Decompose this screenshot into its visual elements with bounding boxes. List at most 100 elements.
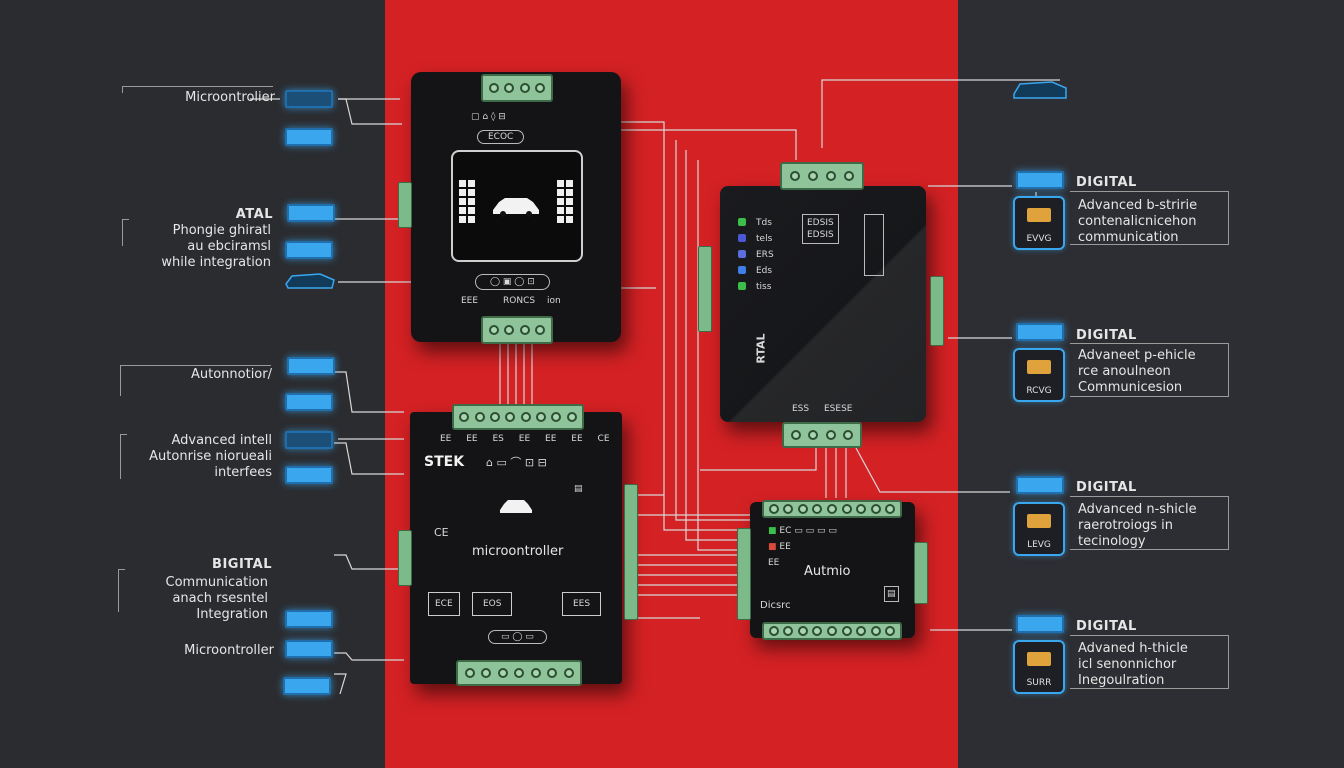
board-side-text: RTAL <box>754 333 768 364</box>
board-chip: ▤ <box>884 586 899 602</box>
label-microcontroller-bottom: Microontroller <box>184 643 274 658</box>
car-icon <box>500 500 532 513</box>
terminal-block <box>780 162 864 190</box>
blue-chip-connector <box>285 466 333 484</box>
led-label: ERS <box>756 250 774 260</box>
led-label: tels <box>756 234 773 244</box>
right-label-title: DIGITAL <box>1076 328 1137 343</box>
label-atal: ATAL <box>235 207 273 222</box>
board-vertical-chip <box>864 214 884 276</box>
terminal-block <box>452 404 584 430</box>
board-brand: STEK <box>424 454 465 470</box>
right-label-line: Advaneet p-ehicle <box>1078 348 1196 363</box>
car-outline-icon <box>284 268 336 296</box>
label-bracket <box>122 219 129 246</box>
led-label: Tds <box>756 218 772 228</box>
side-terminal <box>398 530 412 586</box>
terminal-block <box>762 622 902 640</box>
label-bracket <box>118 569 125 612</box>
board-label-mid: RONCS <box>503 296 536 306</box>
board-row: EE <box>768 558 780 568</box>
right-label-line: contenalicnicehon <box>1078 214 1197 229</box>
board-label-pill: ECOC <box>477 130 525 144</box>
board-title: microontroller <box>472 544 564 559</box>
digital-module-icon: RCVG <box>1013 348 1065 402</box>
blue-chip-connector <box>287 204 335 222</box>
board-bottom-label2: ESESE <box>824 404 853 414</box>
car-icon <box>493 198 539 217</box>
board-button-1: ECE <box>428 592 460 616</box>
digital-module-icon: SURR <box>1013 640 1065 694</box>
right-label-line: tecinology <box>1078 534 1146 549</box>
blue-chip-connector <box>1016 171 1064 189</box>
board-row: ■ EC ▭ ▭ ▭ ▭ <box>768 526 837 536</box>
board-button-2: EOS <box>472 592 513 616</box>
blue-chip-connector <box>285 241 333 259</box>
label-bracket <box>122 86 273 93</box>
ce-mark: CE <box>434 526 449 539</box>
blue-chip-connector <box>285 128 333 146</box>
board-row: ■ EE <box>768 542 791 552</box>
right-label-line: raerotroiogs in <box>1078 518 1174 533</box>
blue-chip-connector <box>283 677 331 695</box>
status-led-green <box>738 282 746 290</box>
side-terminal <box>624 484 638 620</box>
blue-chip-connector <box>285 90 333 108</box>
label-block1-line2: au ebciramsl <box>187 239 271 254</box>
terminal-block <box>762 500 902 518</box>
board-connector-pill: ◯ ▣ ◯ ⊡ <box>475 274 550 290</box>
blue-chip-connector <box>285 640 333 658</box>
terminal-block <box>456 660 582 686</box>
board-bottom-label: ESS <box>792 404 810 414</box>
blue-chip-connector <box>285 431 333 449</box>
board-footer: Dicsrc <box>760 600 791 611</box>
led-label: Eds <box>756 266 773 276</box>
label-block1-line3: while integration <box>161 255 271 270</box>
label-automotion: Autonnotior/ <box>190 367 272 382</box>
digital-module-icon: EVVG <box>1013 196 1065 250</box>
side-terminal <box>914 542 928 604</box>
board-label-right: ion <box>547 296 561 306</box>
label-bracket <box>1070 343 1229 397</box>
status-led-blue <box>738 250 746 258</box>
right-label-line: icl senonnichor <box>1078 657 1177 672</box>
digital-module-icon: LEVG <box>1013 502 1065 556</box>
label-block3-line3: Integration <box>196 607 268 622</box>
label-bracket <box>120 365 271 396</box>
status-led-green <box>738 218 746 226</box>
side-terminal <box>698 246 712 332</box>
led-label: tiss <box>756 282 772 292</box>
label-block2-line3: interfees <box>214 465 272 480</box>
terminal-block <box>782 422 862 448</box>
blue-chip-connector <box>285 610 333 628</box>
label-block1-line1: Phongie ghiratl <box>172 223 271 238</box>
label-bracket <box>1070 635 1229 689</box>
terminal-block <box>481 316 553 344</box>
right-label-line: Advanced b-stririe <box>1078 198 1198 213</box>
board-button-3: EES <box>562 592 602 616</box>
board-side-chip: ▤ <box>574 484 583 494</box>
controller-board-1: ▢ ⌂ ◊ ⊟ ECOC ◯ ▣ ◯ ⊡ EEE RONCS ion <box>411 72 621 344</box>
right-label-line: rce anoulneon <box>1078 364 1171 379</box>
label-microcontroller-top: Microontrolier <box>185 90 275 105</box>
right-label-title: DIGITAL <box>1076 619 1137 634</box>
blue-chip-connector <box>1016 323 1064 341</box>
led-matrix-left <box>459 180 475 223</box>
label-block3-line2: anach rsesntel <box>172 591 268 606</box>
terminal-block <box>481 74 553 102</box>
label-bracket <box>120 434 127 479</box>
blue-chip-connector <box>1016 615 1064 633</box>
status-led-blue <box>738 234 746 242</box>
label-block2-line1: Advanced intell <box>171 433 272 448</box>
board-top-labels: EE EE ES EE EE EE CE <box>440 434 610 444</box>
right-label-title: DIGITAL <box>1076 480 1137 495</box>
right-label-line: Advaned h-thicle <box>1078 641 1188 656</box>
blue-chip-connector <box>1016 476 1064 494</box>
side-terminal <box>930 276 944 346</box>
controller-board-2: EE EE ES EE EE EE CE STEK ⌂ ▭ ⌒ ⊡ ⊟ ▤ CE… <box>410 404 622 686</box>
status-led-blue <box>738 266 746 274</box>
right-label-line: Communicesion <box>1078 380 1183 395</box>
